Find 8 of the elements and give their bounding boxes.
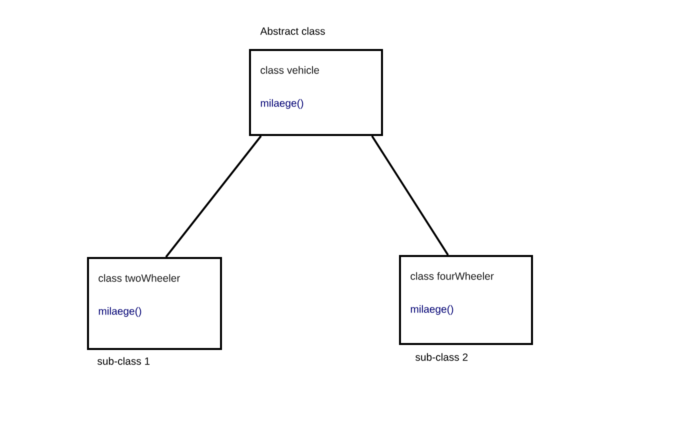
- class-box: class fourWheeler milaege(): [399, 255, 533, 345]
- box-caption: Abstract class: [260, 27, 325, 35]
- box-caption: sub-class 1: [98, 357, 150, 365]
- class-box: class vehicle milaege(): [249, 49, 383, 136]
- connector-line: [165, 135, 262, 258]
- box-caption: sub-class 2: [416, 353, 468, 361]
- connector-line: [371, 135, 449, 256]
- class-box: class twoWheeler milaege(): [87, 257, 222, 350]
